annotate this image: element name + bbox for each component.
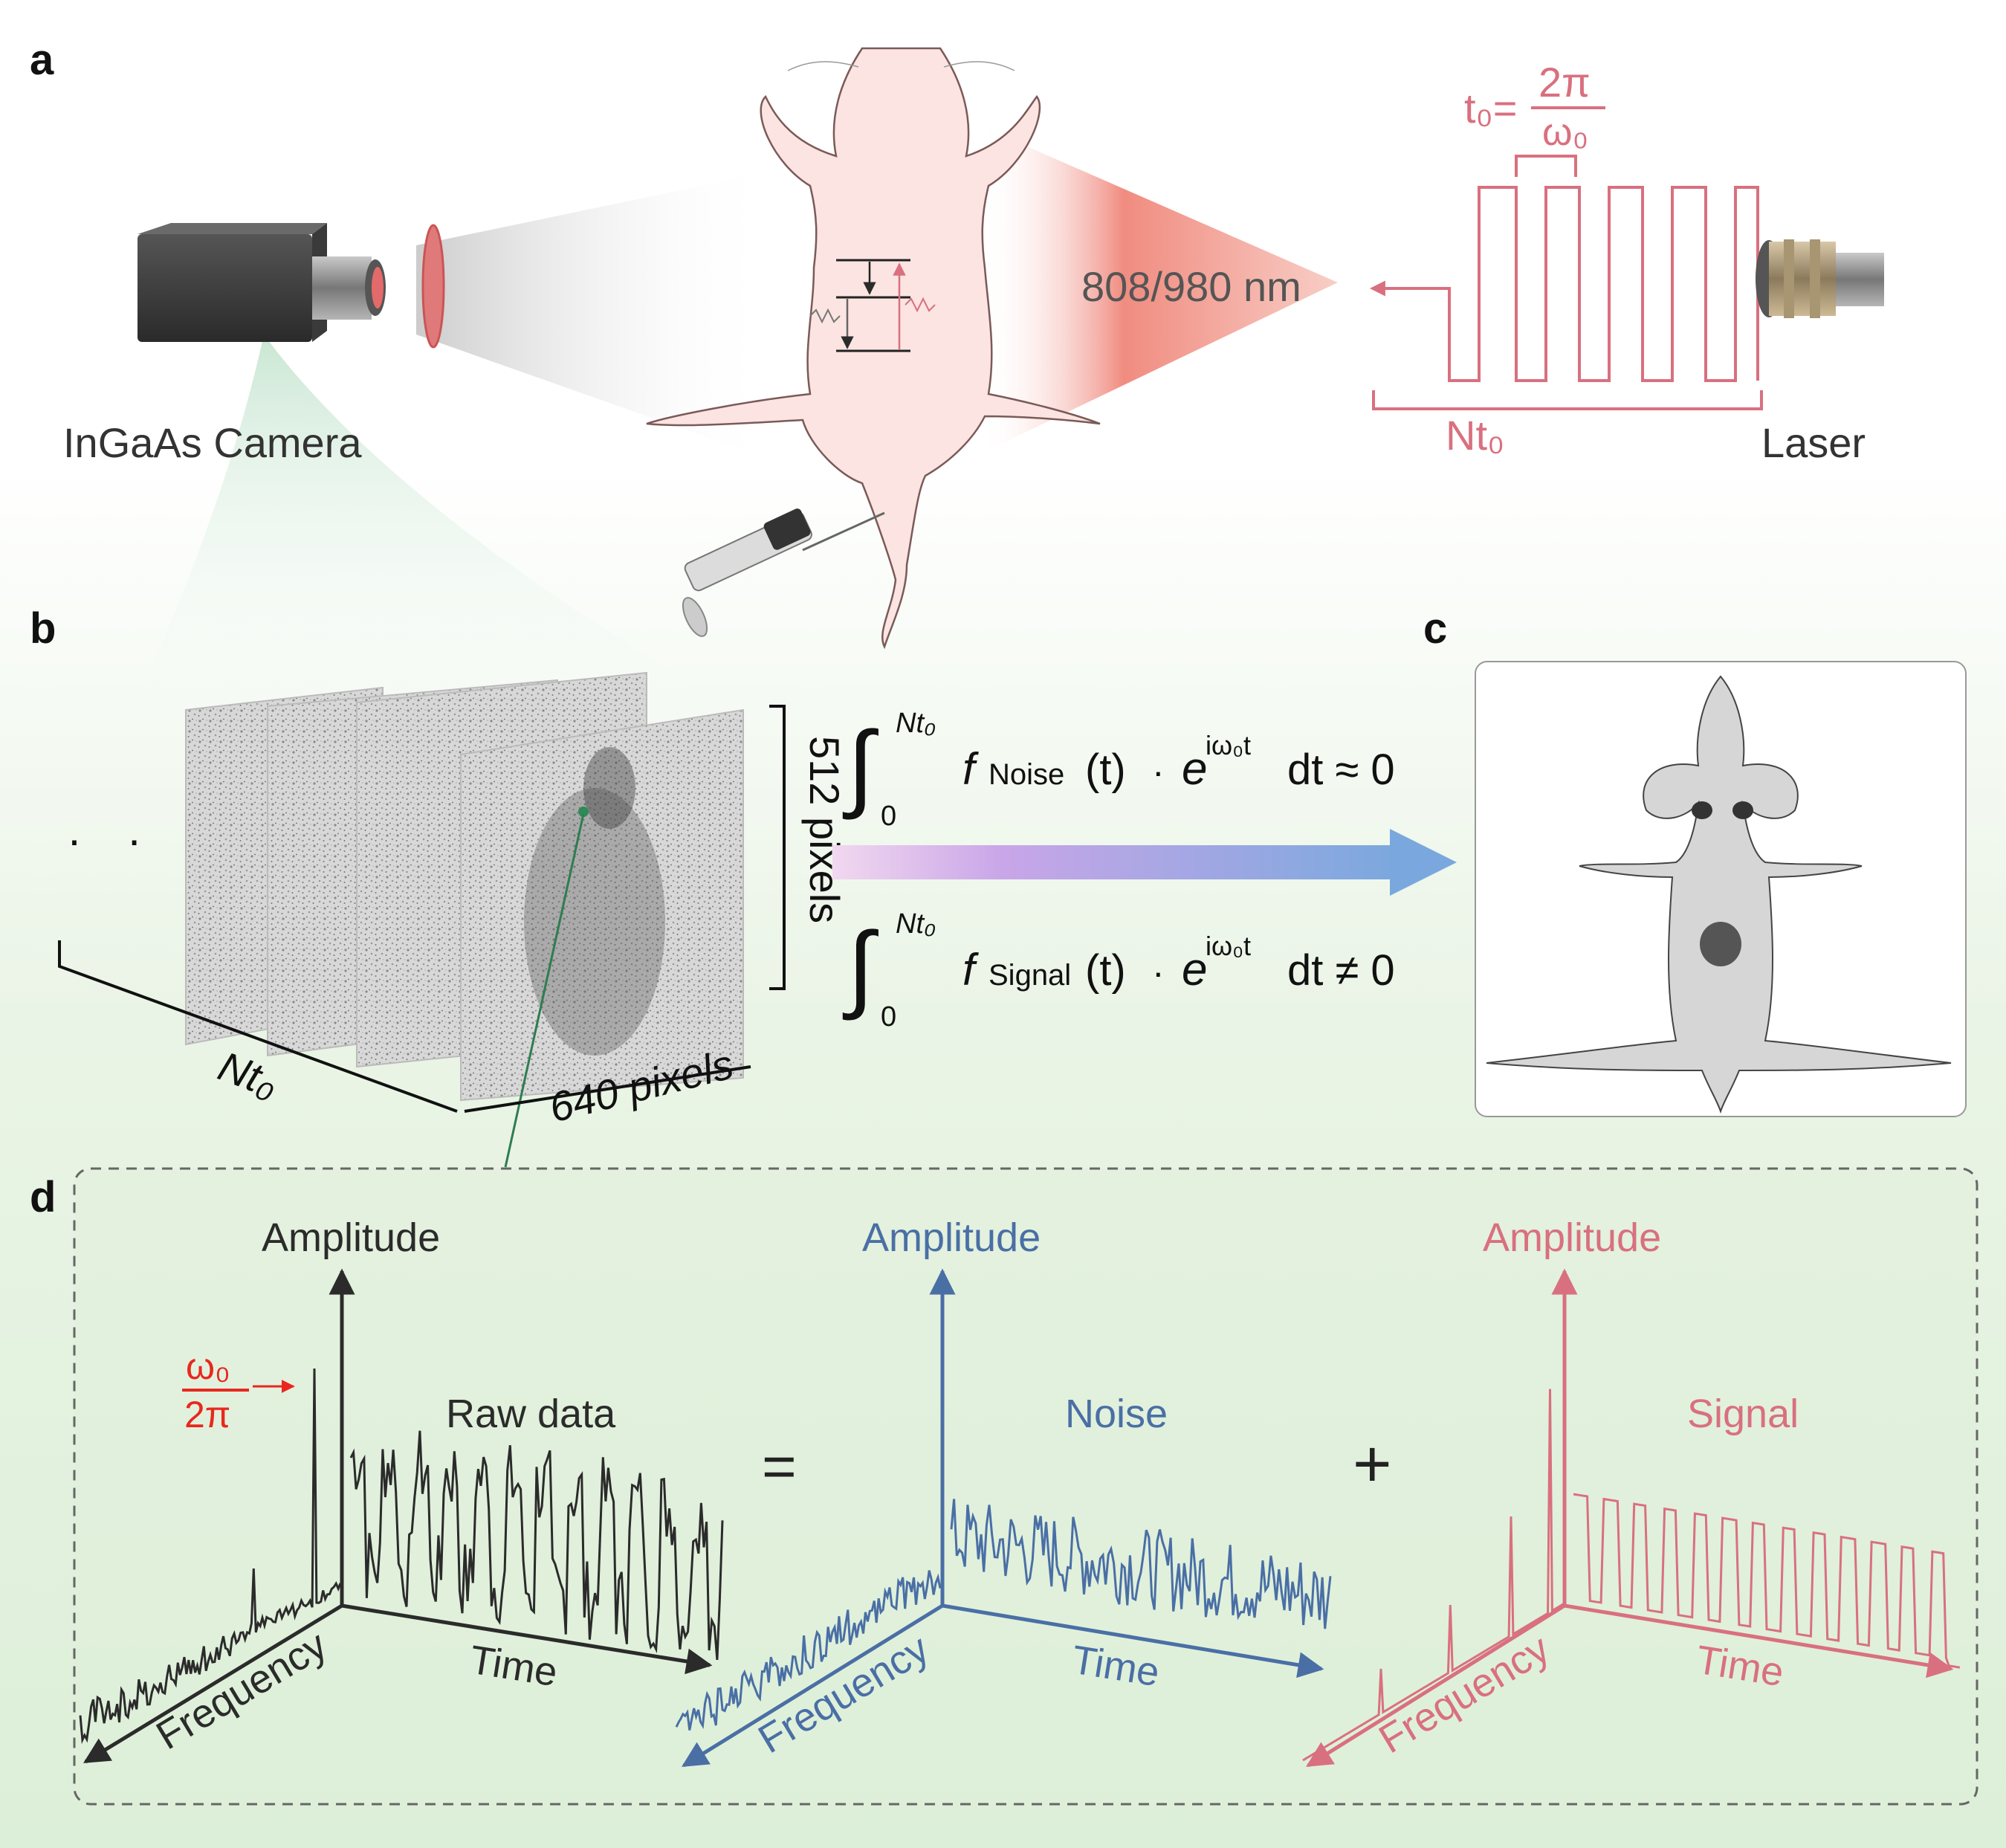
period-formula-numerator: 2π [1539, 59, 1591, 106]
svg-text:dt ≠ 0: dt ≠ 0 [1287, 946, 1395, 995]
panel-label-a: a [30, 36, 54, 84]
noise-time-axis [942, 1603, 1324, 1679]
signal-frequency-trace [1302, 1389, 1564, 1762]
svg-text:∫: ∫ [842, 912, 879, 1021]
raw-frequency-trace [79, 1368, 342, 1745]
svg-text:iω₀t: iω₀t [1206, 730, 1251, 760]
svg-text:0: 0 [881, 801, 896, 832]
noise-frequency-axis [682, 1603, 944, 1768]
svg-text:iω₀t: iω₀t [1206, 931, 1251, 961]
duration-bracket [1372, 390, 1763, 410]
noise-frequency-trace [675, 1570, 942, 1731]
stack-height-label: 512 pixels [801, 736, 848, 923]
wavelength-label: 808/980 nm [1081, 263, 1301, 310]
svg-text:(t): (t) [1085, 946, 1126, 995]
emission-beam [416, 171, 773, 461]
equals-operator: = [762, 1433, 797, 1499]
svg-text:Nt₀: Nt₀ [896, 908, 936, 940]
omega-marker-denominator: 2π [184, 1394, 230, 1435]
camera-icon [137, 223, 386, 342]
excitation-beam [981, 126, 1338, 453]
panel-label-b: b [30, 604, 56, 653]
camera-view-beam [126, 335, 691, 728]
stack-height-axis [769, 705, 786, 990]
omega-marker-numerator: ω₀ [186, 1345, 230, 1387]
pixel-leader-line [504, 813, 585, 1168]
signal-time-trace [1573, 1493, 1961, 1669]
period-formula-denominator: ω₀ [1542, 111, 1588, 154]
frame-4 [460, 708, 744, 1102]
svg-text:∫: ∫ [842, 711, 879, 820]
syringe-icon [682, 508, 885, 637]
frame-stack [185, 671, 744, 1102]
svg-text:f: f [962, 945, 979, 995]
svg-text:e: e [1182, 743, 1207, 795]
laser-label: Laser [1761, 419, 1866, 466]
raw-time-axis [341, 1603, 713, 1675]
svg-text:Nt₀: Nt₀ [896, 708, 936, 739]
svg-text:e: e [1182, 944, 1207, 995]
svg-text:f: f [962, 744, 979, 794]
stack-width-axis [464, 1065, 751, 1113]
panel-label-c: c [1423, 604, 1447, 653]
noise-time-trace [950, 1499, 1332, 1629]
signal-time-axis [1564, 1603, 1954, 1679]
raw-title: Raw data [446, 1392, 616, 1436]
noise-title: Noise [1065, 1392, 1168, 1436]
svg-text:0: 0 [881, 1001, 896, 1033]
svg-text:Noise: Noise [989, 758, 1064, 791]
raw-frequency-axis [83, 1603, 343, 1764]
raw-amplitude-label: Amplitude [262, 1215, 440, 1260]
signal-amplitude-label: Amplitude [1483, 1215, 1661, 1260]
panel-label-d: d [30, 1173, 56, 1221]
svg-text:·: · [1152, 952, 1165, 993]
signal-frequency-axis [1306, 1603, 1566, 1768]
result-mouse-image [1486, 675, 1952, 1114]
period-formula-lhs: t₀= [1464, 85, 1518, 132]
stack-depth-axis [58, 940, 458, 1113]
raw-time-trace [349, 1430, 724, 1661]
mouse-illustration [646, 47, 1101, 650]
process-arrow [832, 829, 1457, 896]
equation-noise: ∫ Nt₀ 0 f Noise (t) · e iω₀t dt ≈ 0 [842, 708, 1395, 832]
panel-d-frame [73, 1167, 1979, 1806]
svg-text:dt ≈ 0: dt ≈ 0 [1287, 746, 1395, 794]
lens-icon [421, 224, 445, 349]
svg-text:Signal: Signal [989, 959, 1071, 992]
duration-label: Nt₀ [1446, 412, 1504, 459]
camera-label: InGaAs Camera [63, 419, 362, 466]
laser-icon [1756, 239, 1884, 318]
plus-operator: + [1353, 1427, 1392, 1502]
equation-signal: ∫ Nt₀ 0 f Signal (t) · e iω₀t dt ≠ 0 [842, 908, 1395, 1033]
svg-text:(t): (t) [1085, 746, 1126, 794]
period-bracket [1515, 155, 1577, 177]
noise-amplitude-label: Amplitude [862, 1215, 1041, 1260]
svg-text:·: · [1152, 751, 1165, 792]
stack-ellipsis: · · · [67, 815, 218, 865]
signal-title: Signal [1687, 1392, 1799, 1436]
laser-pulse-train [1374, 186, 1759, 382]
selected-pixel [578, 807, 589, 817]
